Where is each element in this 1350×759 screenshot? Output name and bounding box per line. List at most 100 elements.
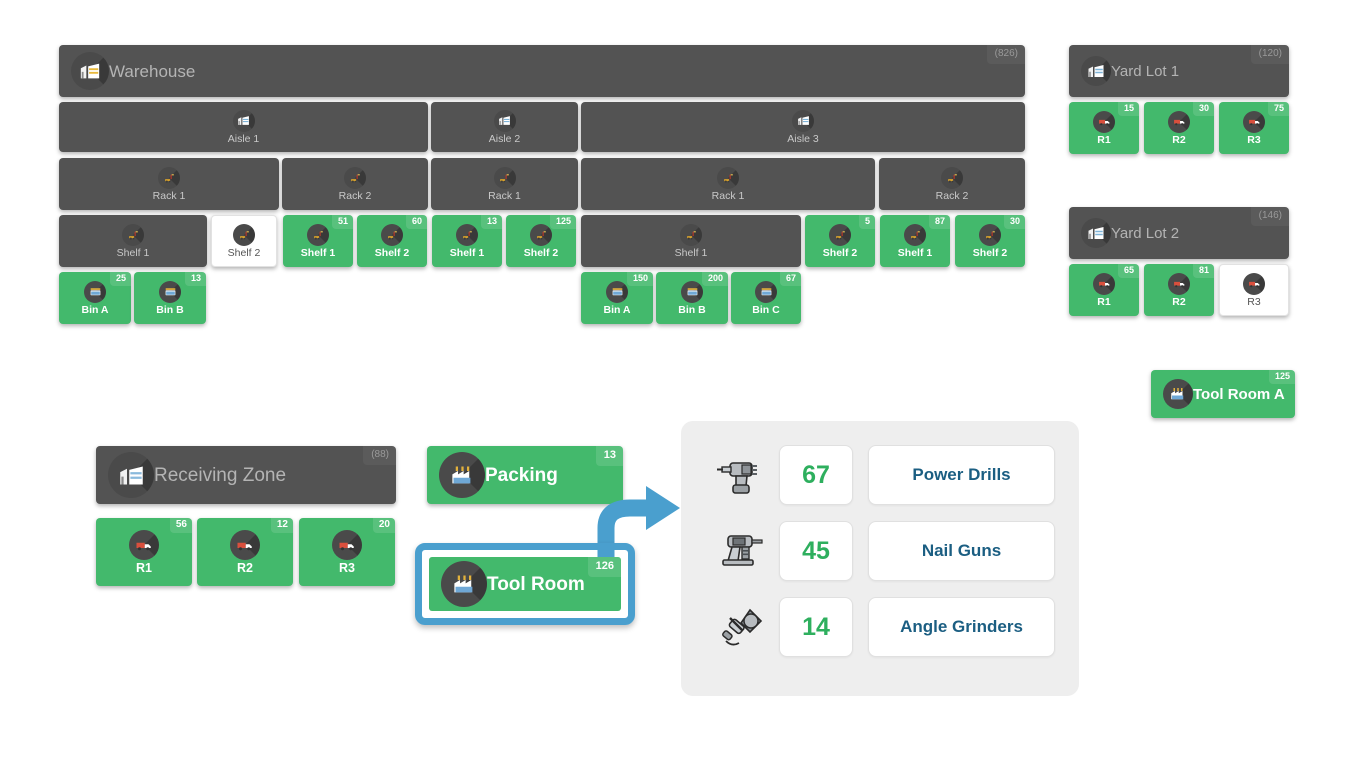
node-shelf-8[interactable]: Shelf 1 87 [880,215,950,267]
forklift-icon [941,166,963,189]
node-label: Bin A [603,303,631,316]
node-shelf-9[interactable]: Shelf 2 30 [955,215,1025,267]
node-packing[interactable]: Packing 13 [427,446,623,504]
node-receiving-r2[interactable]: R2 12 [197,518,293,586]
node-receiving-r1[interactable]: R1 56 [96,518,192,586]
inventory-row[interactable]: 14 Angle Grinders [705,595,1055,659]
node-label: Bin C [752,303,780,316]
node-bin-b-left[interactable]: Bin B 13 [134,272,206,324]
node-yard2-r3[interactable]: R3 [1219,264,1289,316]
node-label: Shelf 2 [227,246,261,259]
forklift-icon [829,223,851,246]
node-shelf-2[interactable]: Shelf 1 51 [283,215,353,267]
item-count: 14 [779,597,853,657]
node-yard-lot-1[interactable]: Yard Lot 1 (120) [1069,45,1289,97]
warehouse-icon [493,109,516,132]
node-bin-c-mid[interactable]: Bin C 67 [731,272,801,324]
forklift-icon [493,166,516,189]
node-label: R2 [1172,295,1186,308]
nail-gun-icon [705,522,779,580]
node-shelf-4[interactable]: Shelf 1 13 [432,215,502,267]
bin-icon [606,280,628,303]
node-receiving-r3[interactable]: R3 20 [299,518,395,586]
inventory-detail-panel: 67 Power Drills 45 Nail Guns [681,421,1079,696]
node-bin-b-mid[interactable]: Bin B 200 [656,272,728,324]
node-bin-a-mid[interactable]: Bin A 150 [581,272,653,324]
node-yard1-r2[interactable]: R2 30 [1144,102,1214,154]
node-rack-1c[interactable]: Rack 1 [581,158,875,210]
node-label: Shelf 1 [897,246,933,259]
forklift-icon [158,166,180,189]
node-yard-lot-2[interactable]: Yard Lot 2 (146) [1069,207,1289,259]
node-label: Yard Lot 1 [1111,62,1180,80]
node-shelf-1[interactable]: Shelf 2 [211,215,277,267]
node-label: Bin B [156,303,184,316]
node-label: Tool Room A [1193,385,1285,403]
warehouse-icon [792,109,814,132]
node-bin-a-left[interactable]: Bin A 25 [59,272,131,324]
truck-icon [1168,272,1190,295]
node-label: R3 [1247,133,1261,146]
node-label: R2 [1172,133,1186,146]
bin-icon [755,280,777,303]
truck-icon [1168,110,1190,133]
factory-icon [1163,379,1193,409]
node-label: Aisle 1 [227,132,260,145]
node-shelf-7[interactable]: Shelf 2 5 [805,215,875,267]
node-rack-2b[interactable]: Rack 2 [879,158,1025,210]
inventory-row[interactable]: 45 Nail Guns [705,519,1055,583]
node-label: Shelf 1 [300,246,336,259]
node-label: Rack 1 [711,189,745,202]
node-label: Shelf 1 [116,246,150,259]
forklift-icon [456,223,478,246]
angle-grinder-icon [705,598,779,656]
forklift-icon [717,166,739,189]
node-label: Rack 2 [338,189,372,202]
inventory-row[interactable]: 67 Power Drills [705,443,1055,507]
item-count: 45 [779,521,853,581]
node-shelf-5[interactable]: Shelf 2 125 [506,215,576,267]
node-label: Shelf 2 [523,246,559,259]
node-label: R1 [1097,295,1111,308]
forklift-icon [530,223,552,246]
node-yard1-r1[interactable]: R1 15 [1069,102,1139,154]
node-yard1-r3[interactable]: R3 75 [1219,102,1289,154]
node-label: Packing [485,464,558,486]
forklift-icon [122,223,144,246]
forklift-icon [381,223,403,246]
node-tool-room-a[interactable]: Tool Room A 125 [1151,370,1295,418]
warehouse-icon [71,52,109,90]
node-receiving-zone[interactable]: Receiving Zone (88) [96,446,396,504]
node-shelf-0[interactable]: Shelf 1 [59,215,207,267]
node-aisle-3[interactable]: Aisle 3 [581,102,1025,152]
node-label: Rack 1 [152,189,186,202]
node-label: Yard Lot 2 [1111,224,1180,242]
node-warehouse[interactable]: Warehouse (826) [59,45,1025,97]
forklift-icon [344,166,366,189]
node-aisle-2[interactable]: Aisle 2 [431,102,578,152]
node-tool-room[interactable]: Tool Room 126 [429,557,621,611]
warehouse-icon [232,109,255,132]
bin-icon [681,280,703,303]
item-name: Nail Guns [868,521,1055,581]
truck-icon [129,529,159,560]
truck-icon [1243,110,1265,133]
node-label: Aisle 3 [787,132,819,145]
node-label: Warehouse [109,61,196,81]
node-rack-1a[interactable]: Rack 1 [59,158,279,210]
node-yard2-r2[interactable]: R2 81 [1144,264,1214,316]
node-rack-1b[interactable]: Rack 1 [431,158,578,210]
node-yard2-r1[interactable]: R1 65 [1069,264,1139,316]
node-label: Bin A [81,303,109,316]
item-count: 67 [779,445,853,505]
node-shelf-3[interactable]: Shelf 2 60 [357,215,427,267]
node-shelf-6[interactable]: Shelf 1 [581,215,801,267]
node-label: Shelf 2 [822,246,858,259]
selection-highlight [415,543,635,625]
node-label: Rack 1 [488,189,521,202]
node-aisle-1[interactable]: Aisle 1 [59,102,428,152]
node-label: R1 [136,560,152,575]
node-label: Tool Room [487,573,585,595]
node-rack-2a[interactable]: Rack 2 [282,158,428,210]
